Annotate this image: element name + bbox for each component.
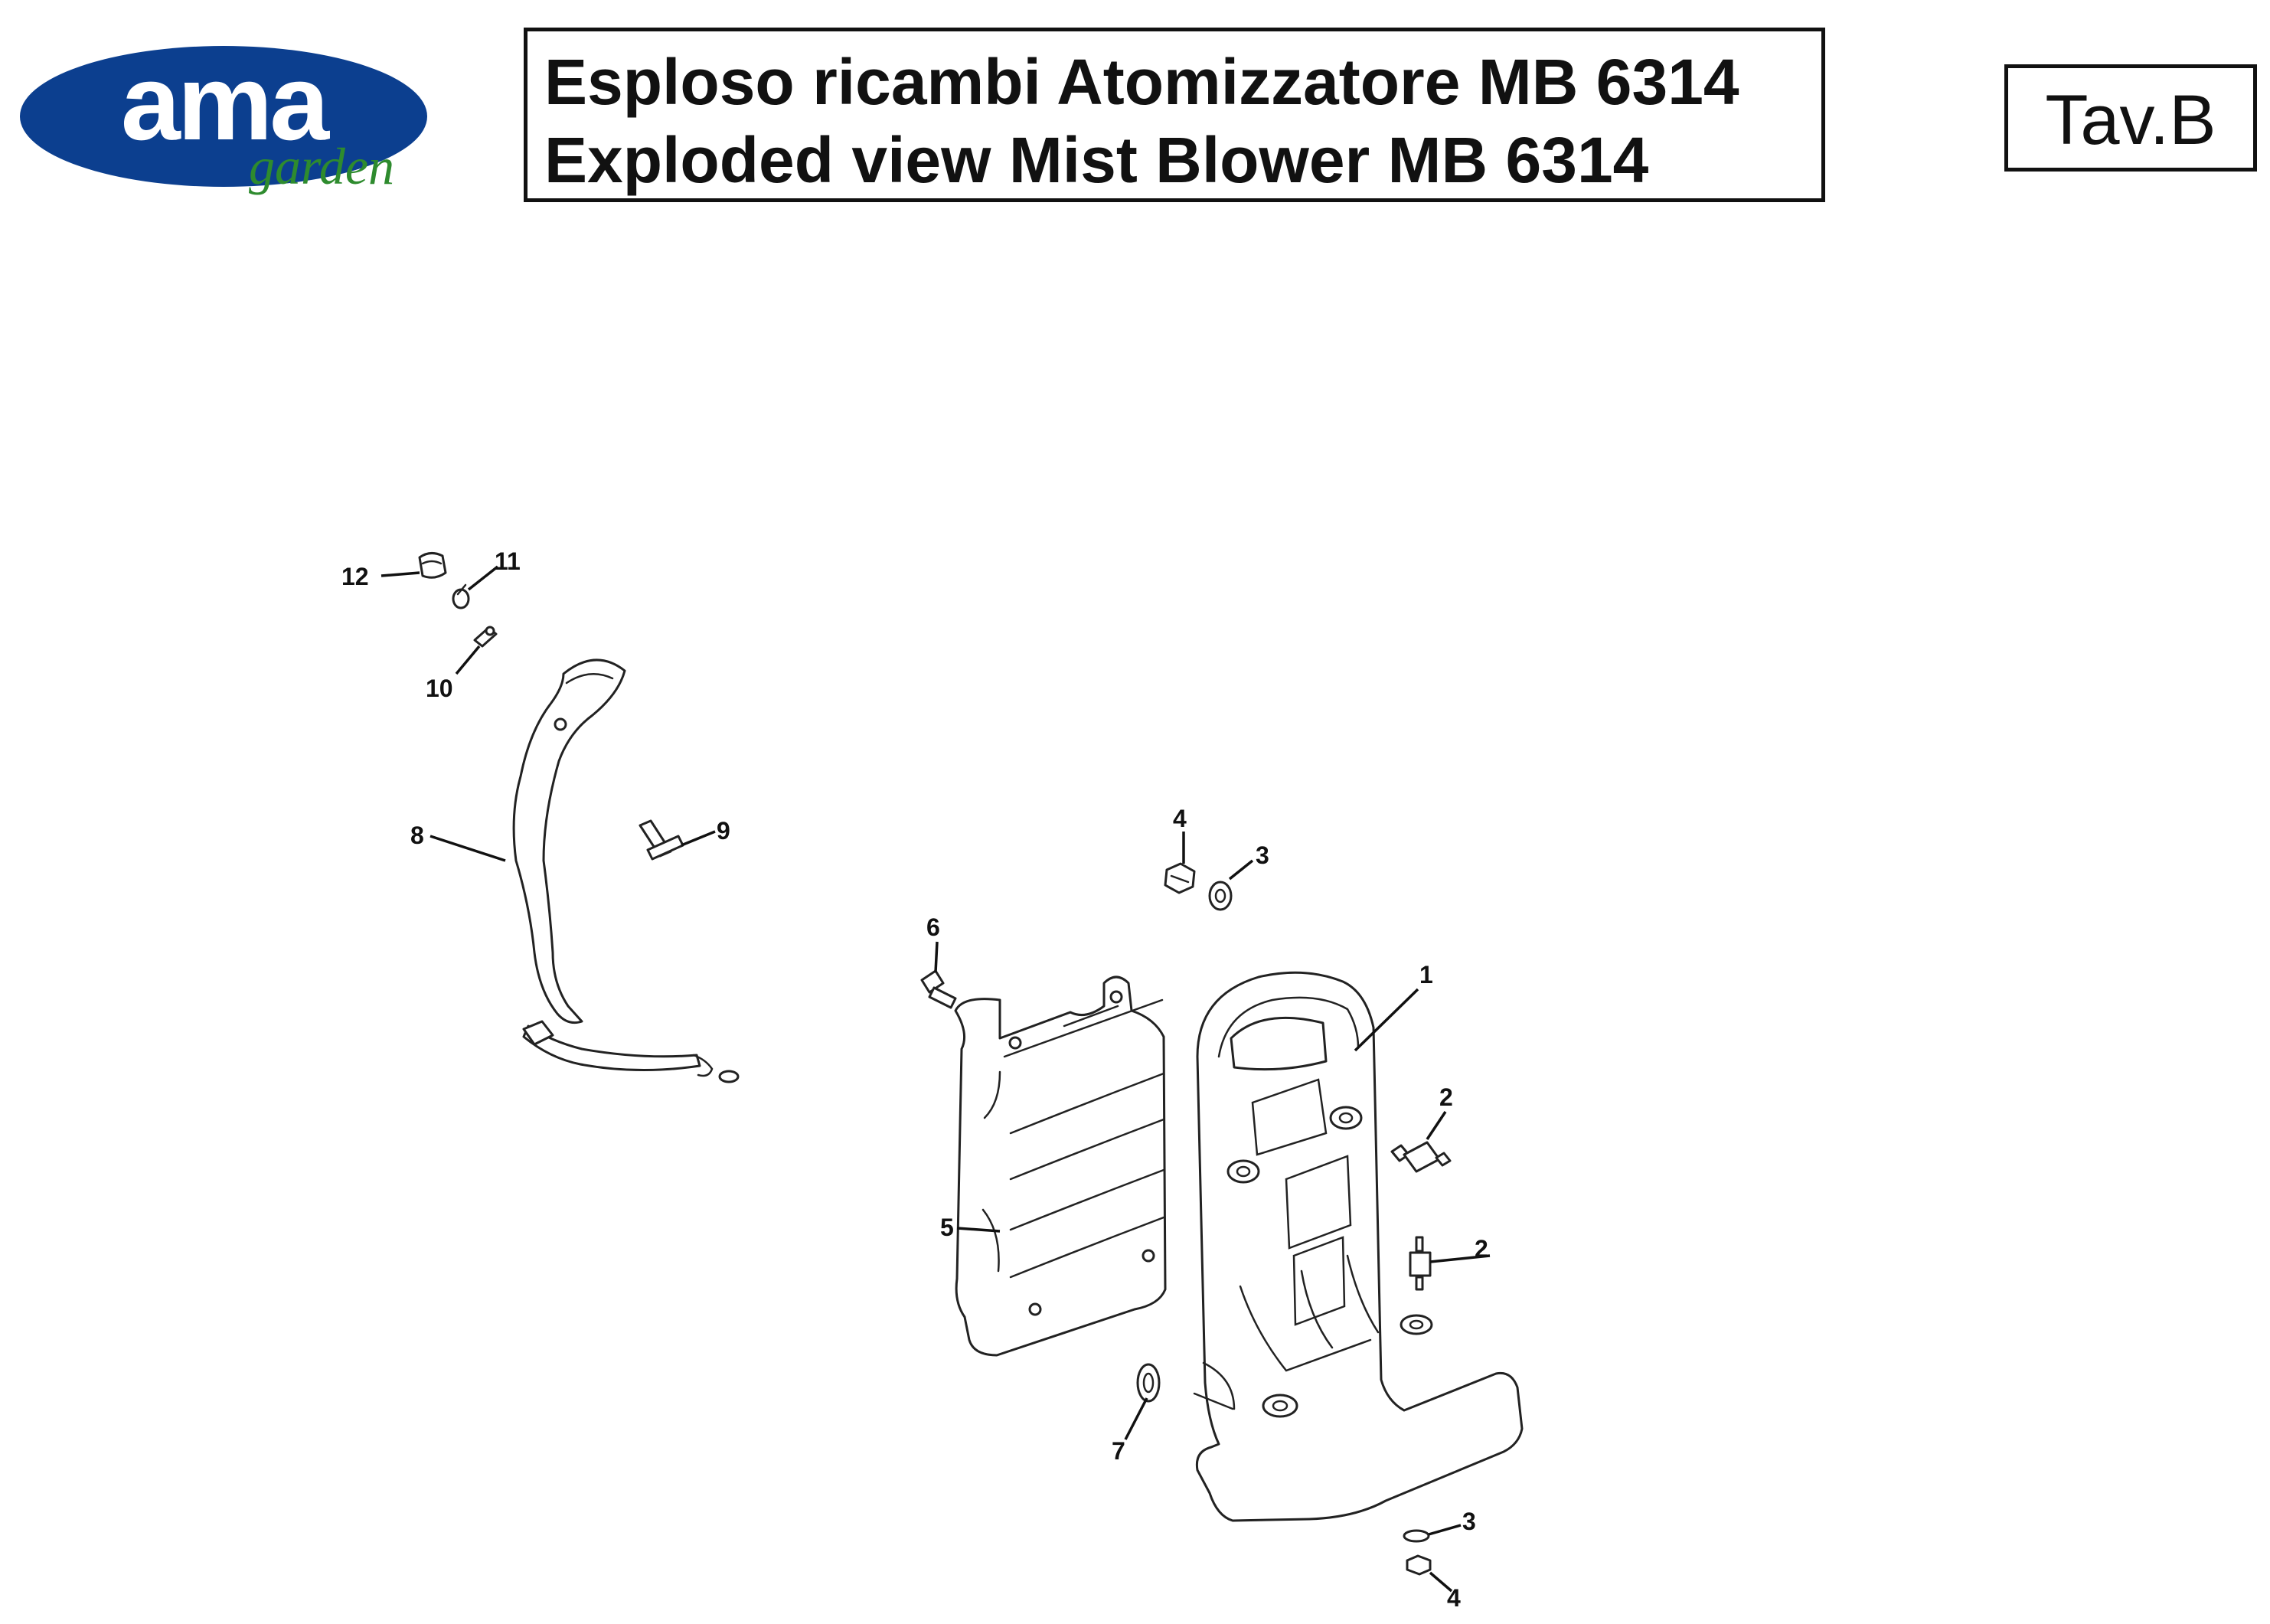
callout-3-upper: 3: [1256, 841, 1269, 869]
leader-11: [467, 565, 499, 591]
callout-4-lower: 4: [1447, 1584, 1461, 1612]
callout-1: 1: [1419, 961, 1433, 988]
shoulder-strap-icon: [512, 658, 740, 1083]
callout-2-lower: 2: [1475, 1235, 1488, 1263]
callout-10: 10: [426, 675, 453, 702]
leader-1: [1354, 988, 1419, 1052]
washer-icon: [1208, 881, 1233, 911]
anti-vibration-mount-icon: [1390, 1141, 1452, 1173]
callout-5: 5: [940, 1214, 954, 1241]
callout-11: 11: [495, 547, 521, 575]
plate-label: Tav.B: [2045, 81, 2216, 159]
cap-icon: [418, 552, 447, 579]
callout-6: 6: [926, 913, 940, 941]
leader-2-lower: [1429, 1254, 1491, 1263]
leader-5: [956, 1227, 1001, 1233]
ama-garden-logo: ama garden: [20, 42, 427, 195]
leader-3-lower: [1428, 1524, 1462, 1536]
anti-vibration-mount-icon: [1409, 1236, 1432, 1291]
callout-2-upper: 2: [1439, 1083, 1453, 1111]
leader-2-upper: [1426, 1111, 1447, 1140]
title-english: Exploded view Mist Blower MB 6314: [544, 124, 1649, 196]
nut-icon: [1406, 1554, 1432, 1576]
leader-3-upper: [1228, 859, 1254, 881]
leader-9: [681, 830, 716, 847]
leader-7: [1124, 1397, 1148, 1440]
callout-3-lower: 3: [1462, 1508, 1476, 1535]
back-pad-icon: [954, 975, 1167, 1357]
logo-brand-text: ama: [121, 42, 330, 162]
title-italian: Esploso ricambi Atomizzatore MB 6314: [544, 46, 1739, 118]
bolt-icon: [920, 969, 957, 1009]
leader-10: [455, 645, 481, 675]
nut-icon: [1164, 862, 1196, 894]
leader-12: [381, 571, 420, 577]
grommet-icon: [1136, 1363, 1161, 1403]
logo-sub-text: garden: [249, 137, 394, 195]
leader-6: [934, 941, 939, 973]
logo-oval: [20, 46, 427, 187]
strap-pin-icon: [639, 819, 684, 861]
washer-icon: [1403, 1529, 1430, 1543]
title-box: Esploso ricambi Atomizzatore MB 6314 Exp…: [524, 28, 1825, 202]
buckle-icon: [473, 626, 498, 648]
callout-4-upper: 4: [1173, 805, 1187, 832]
callout-8: 8: [410, 822, 424, 849]
leader-4-lower: [1429, 1571, 1453, 1593]
clip-icon: [452, 583, 470, 609]
callout-9: 9: [717, 817, 730, 845]
callout-7: 7: [1112, 1437, 1125, 1465]
callout-12: 12: [341, 563, 369, 590]
leader-8: [430, 835, 506, 862]
plate-box: Tav.B: [2004, 64, 2257, 172]
backrest-frame-icon: [1193, 971, 1524, 1522]
